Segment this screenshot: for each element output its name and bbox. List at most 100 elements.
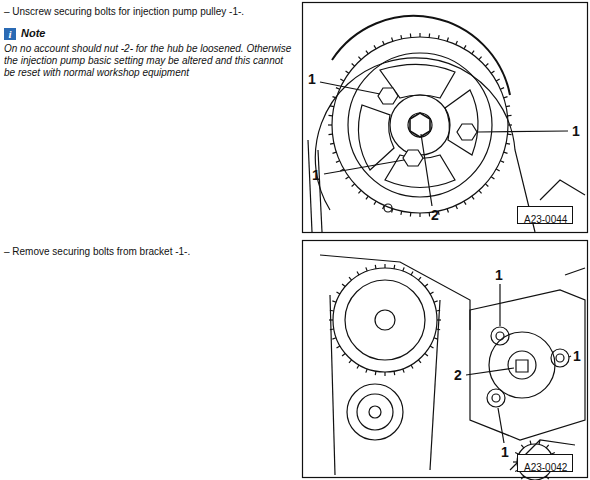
tooth xyxy=(330,310,334,312)
tooth xyxy=(330,328,334,330)
tooth xyxy=(438,35,440,39)
tooth xyxy=(400,35,402,39)
tooth xyxy=(333,152,337,153)
tooth xyxy=(366,51,368,54)
tooth xyxy=(366,196,368,199)
tooth xyxy=(472,51,474,54)
leader-line xyxy=(466,284,571,443)
tooth xyxy=(393,371,395,375)
callout-number: 1 xyxy=(308,72,316,86)
tooth xyxy=(366,369,367,373)
tooth xyxy=(500,88,504,90)
note-heading: Note xyxy=(21,27,81,39)
figure-frame xyxy=(303,241,588,478)
tooth xyxy=(410,34,412,38)
tooth xyxy=(500,161,504,163)
tooth xyxy=(329,319,333,320)
tooth xyxy=(333,97,337,98)
tooth xyxy=(456,205,458,209)
tooth xyxy=(429,34,431,38)
tooth xyxy=(358,190,361,193)
callout-number: 1 xyxy=(573,349,581,363)
tooth xyxy=(366,267,367,271)
tooth xyxy=(329,134,333,136)
tooth xyxy=(340,79,343,81)
callout-number: 1 xyxy=(495,268,503,282)
tooth xyxy=(419,33,420,37)
tooth xyxy=(403,267,404,271)
tooth xyxy=(330,143,334,145)
tooth xyxy=(346,177,349,179)
tooth xyxy=(336,161,340,163)
tooth xyxy=(342,353,345,356)
figure-id: A23-0042 xyxy=(524,462,567,474)
figure-id: A23-0044 xyxy=(524,214,567,226)
tooth xyxy=(434,338,438,339)
tooth xyxy=(496,169,499,171)
tooth xyxy=(375,371,377,375)
pump-pulley xyxy=(308,16,585,232)
tooth xyxy=(328,124,332,125)
tooth xyxy=(418,277,421,280)
tooth xyxy=(479,190,482,193)
callout-number: 2 xyxy=(454,368,462,382)
figure-frame xyxy=(303,3,588,233)
tooth xyxy=(430,346,433,348)
tooth xyxy=(332,301,336,302)
tooth xyxy=(352,184,355,187)
tooth xyxy=(434,301,438,302)
figure-id-box: A23-0044 xyxy=(517,206,573,224)
leader-line xyxy=(320,82,568,206)
tooth xyxy=(375,265,377,269)
tooth xyxy=(508,134,512,136)
figure-id-box: A23-0042 xyxy=(517,454,573,472)
tooth xyxy=(506,143,510,145)
tooth xyxy=(521,445,523,448)
tooth xyxy=(330,105,334,107)
tooth xyxy=(447,38,448,42)
tooth xyxy=(383,41,385,45)
tooth xyxy=(491,71,494,73)
tooth xyxy=(411,365,413,368)
tooth xyxy=(485,184,488,187)
tooth xyxy=(425,284,428,287)
tooth xyxy=(336,88,340,90)
tooth xyxy=(425,353,428,356)
tooth xyxy=(436,328,440,330)
tooth xyxy=(383,205,385,209)
tooth xyxy=(436,310,440,312)
tooth xyxy=(374,201,376,204)
tooth xyxy=(349,277,352,280)
tooth xyxy=(342,284,345,287)
tooth xyxy=(332,338,336,339)
tooth xyxy=(437,319,441,320)
bracket-assembly xyxy=(320,255,585,480)
callout-number: 1 xyxy=(501,445,509,459)
info-icon: i xyxy=(4,28,16,40)
tooth xyxy=(340,169,343,171)
tooth xyxy=(352,63,355,66)
tooth xyxy=(429,213,431,217)
tooth xyxy=(538,441,540,445)
tooth xyxy=(346,71,349,73)
callout-number: 1 xyxy=(312,168,320,182)
tooth xyxy=(479,57,482,60)
tooth xyxy=(496,79,499,81)
tooth xyxy=(546,445,548,448)
tooth xyxy=(508,124,512,125)
tooth xyxy=(392,38,393,42)
tooth xyxy=(403,369,404,373)
tooth xyxy=(546,476,548,479)
callout-number: 2 xyxy=(431,208,439,222)
tooth xyxy=(357,365,359,368)
tooth xyxy=(384,372,385,376)
tooth xyxy=(447,209,448,213)
tooth xyxy=(358,57,361,60)
tooth xyxy=(329,115,333,117)
tooth xyxy=(530,441,532,445)
tooth xyxy=(504,97,508,98)
instruction-text: – Unscrew securing bolts for injection p… xyxy=(4,6,296,18)
tooth xyxy=(521,476,523,479)
tooth xyxy=(418,360,421,363)
instruction-text: – Remove securing bolts from bracket -1-… xyxy=(4,246,296,258)
